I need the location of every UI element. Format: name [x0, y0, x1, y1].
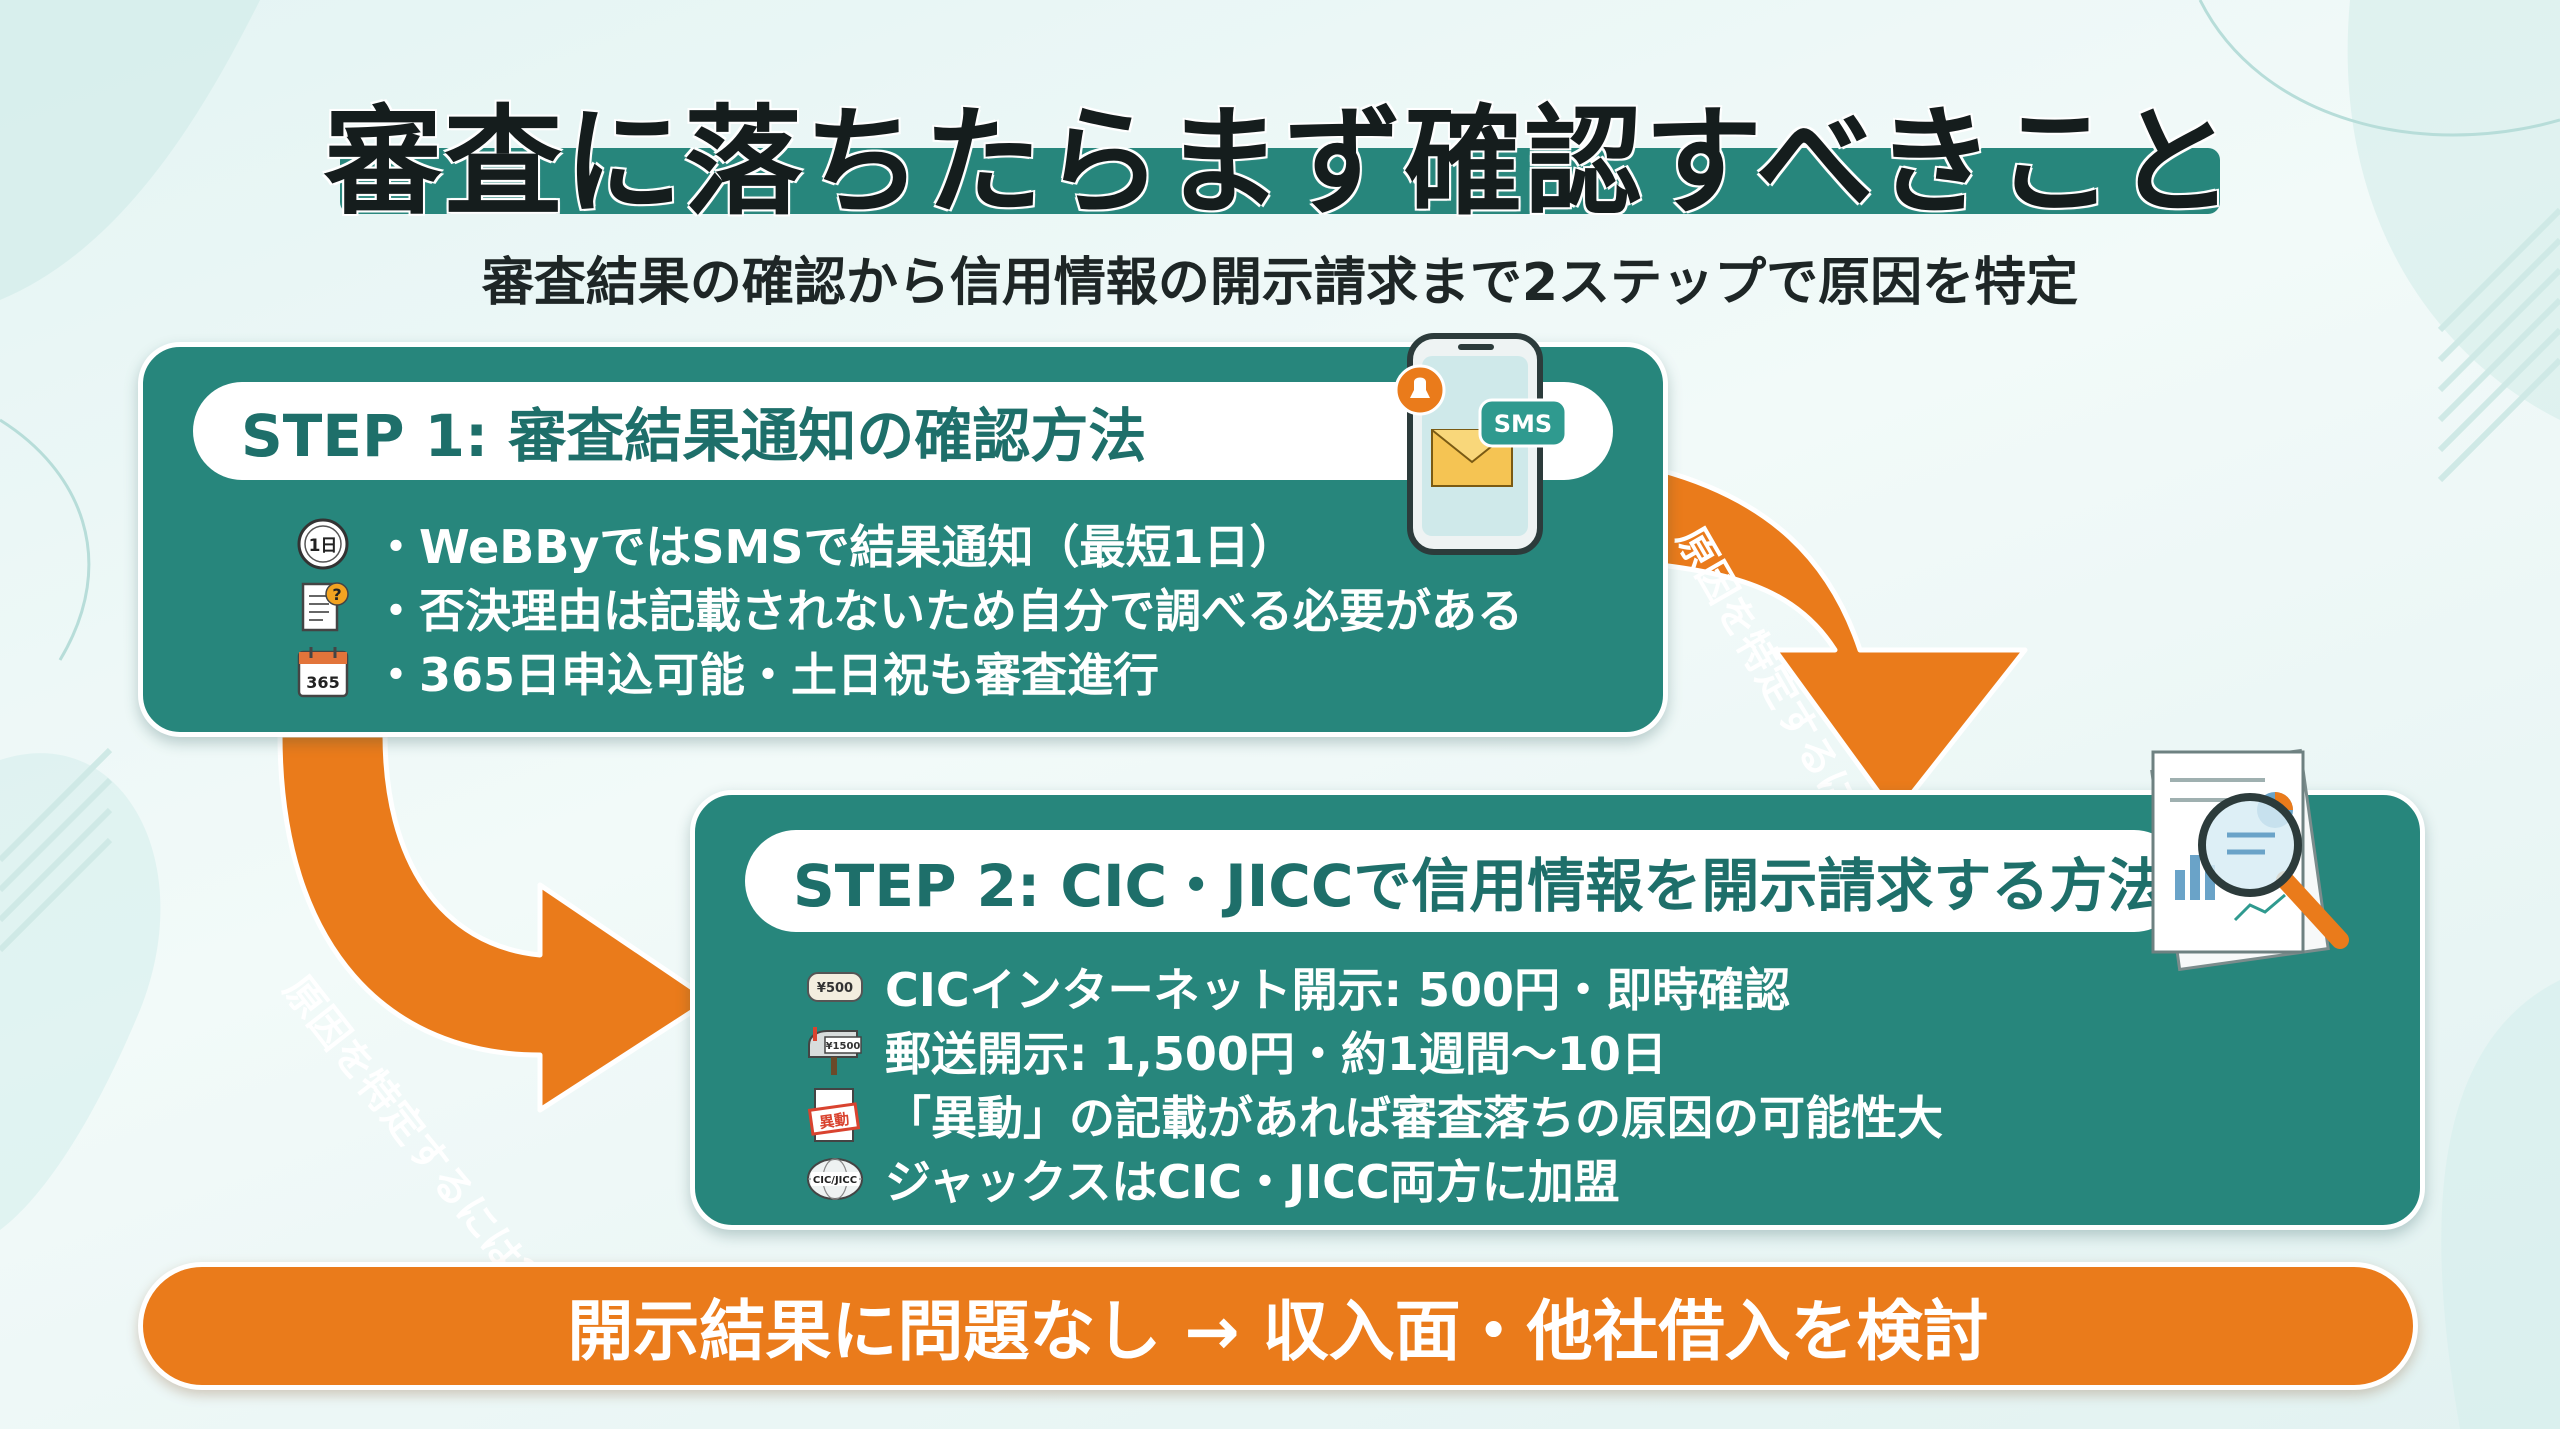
document-question-icon: ?: [301, 582, 349, 632]
svg-text:SMS: SMS: [1494, 410, 1552, 438]
page-subtitle: 審査結果の確認から信用情報の開示請求まで2ステップで原因を特定: [481, 253, 2079, 313]
step1-item: 1日 ・WeBByではSMSで結果通知（最短1日）: [293, 512, 1523, 576]
step1-item-text: ・否決理由は記載されないため自分で調べる必要がある: [373, 584, 1523, 638]
flow-arrow-left: [277, 732, 713, 1113]
step2-item: ¥1500 郵送開示: 1,500円・約1週間〜10日: [805, 1019, 1943, 1083]
idou-stamp-icon: 異動: [807, 1088, 861, 1142]
yen-500-note-icon: ¥500: [807, 972, 863, 1002]
magnifier-icon: [2198, 793, 2349, 949]
step2-card: STEP 2: CIC・JICCで信用情報を開示請求する方法 ¥500 CICイ…: [690, 790, 2425, 1230]
mailbox-1500-icon: ¥1500: [808, 1027, 862, 1075]
step1-item-text: ・WeBByではSMSで結果通知（最短1日）: [373, 520, 1296, 574]
svg-text:CIC/JICC: CIC/JICC: [813, 1175, 857, 1186]
step2-item-text: ジャックスはCIC・JICC両方に加盟: [885, 1155, 1620, 1209]
step2-item-text: 「異動」の記載があれば審査落ちの原因の可能性大: [885, 1091, 1943, 1145]
title-underline-bar: [340, 148, 2220, 214]
svg-text:¥1500: ¥1500: [826, 1041, 861, 1052]
step1-heading: STEP 1: 審査結果通知の確認方法: [193, 382, 1613, 480]
svg-text:異動: 異動: [818, 1110, 850, 1132]
step1-item-text: ・365日申込可能・土日祝も審査進行: [373, 648, 1160, 702]
step2-item: ¥500 CICインターネット開示: 500円・即時確認: [805, 955, 1943, 1019]
svg-text:1日: 1日: [309, 536, 338, 556]
step1-item: ? ・否決理由は記載されないため自分で調べる必要がある: [293, 576, 1523, 640]
step2-heading: STEP 2: CIC・JICCで信用情報を開示請求する方法: [745, 830, 2185, 932]
flow-arrow-right: [1657, 467, 2028, 818]
svg-text:?: ?: [332, 585, 341, 604]
cic-jicc-globe-icon: CIC/JICC: [807, 1158, 863, 1200]
svg-text:¥500: ¥500: [817, 981, 853, 996]
conclusion-banner: 開示結果に問題なし → 収入面・他社借入を検討: [138, 1262, 2418, 1390]
step1-item: 365 ・365日申込可能・土日祝も審査進行: [293, 640, 1523, 704]
one-day-clock-icon: 1日: [297, 518, 349, 570]
phone-sms-illustration: SMS: [1394, 333, 1568, 555]
step2-item-text: 郵送開示: 1,500円・約1週間〜10日: [885, 1027, 1667, 1081]
calendar-365-icon: 365: [297, 647, 349, 698]
step2-list: ¥500 CICインターネット開示: 500円・即時確認 ¥1500 郵送開示:…: [805, 955, 1943, 1211]
step2-item: CIC/JICC ジャックスはCIC・JICC両方に加盟: [805, 1147, 1943, 1211]
page-title: 審査に落ちたらまず確認すべきこと: [324, 93, 2236, 231]
document-magnifier-illustration: [2150, 748, 2349, 972]
step2-item: 異動 「異動」の記載があれば審査落ちの原因の可能性大: [805, 1083, 1943, 1147]
step1-list: 1日 ・WeBByではSMSで結果通知（最短1日） ? ・否決理由は記載されない…: [293, 512, 1523, 704]
step2-item-text: CICインターネット開示: 500円・即時確認: [885, 963, 1791, 1017]
svg-text:365: 365: [306, 673, 339, 692]
sms-bubble: SMS: [1478, 398, 1568, 448]
